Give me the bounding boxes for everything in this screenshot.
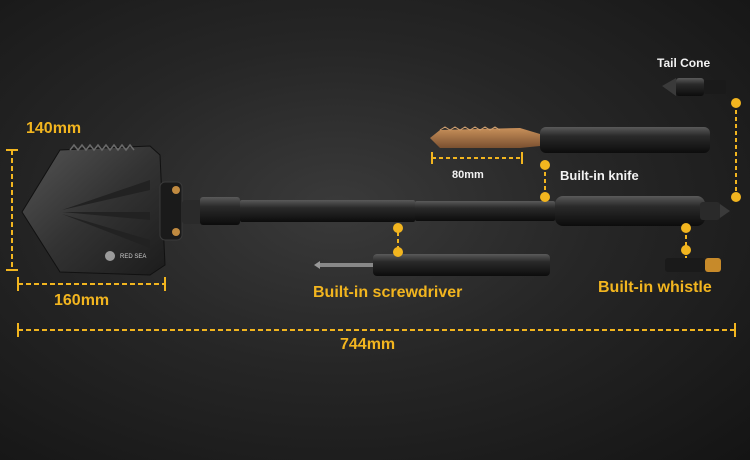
tail-cone-item: [662, 78, 726, 96]
total-length-label: 744mm: [340, 336, 396, 353]
main-handle: [200, 196, 730, 226]
brand-logo: [105, 251, 115, 261]
shovel-blade: RED SEA: [21, 143, 166, 276]
brand-text: RED SEA: [120, 254, 146, 260]
screwdriver-item: [314, 254, 550, 276]
tail-cone-label: Tail Cone: [657, 56, 711, 70]
width-label: 140mm: [26, 120, 82, 137]
blade-length-label: 160mm: [54, 292, 110, 309]
dimension-dots: [393, 98, 741, 257]
dimension-lines: [6, 103, 737, 337]
whistle-item: [665, 258, 721, 272]
screwdriver-label: Built-in screwdriver: [313, 284, 463, 301]
knife-blade-length-label: 80mm: [452, 169, 484, 181]
knife-label: Built-in knife: [560, 168, 639, 183]
knife-item: [430, 126, 710, 153]
shovel-hinge: [159, 181, 202, 241]
whistle-label: Built-in whistle: [598, 279, 712, 296]
